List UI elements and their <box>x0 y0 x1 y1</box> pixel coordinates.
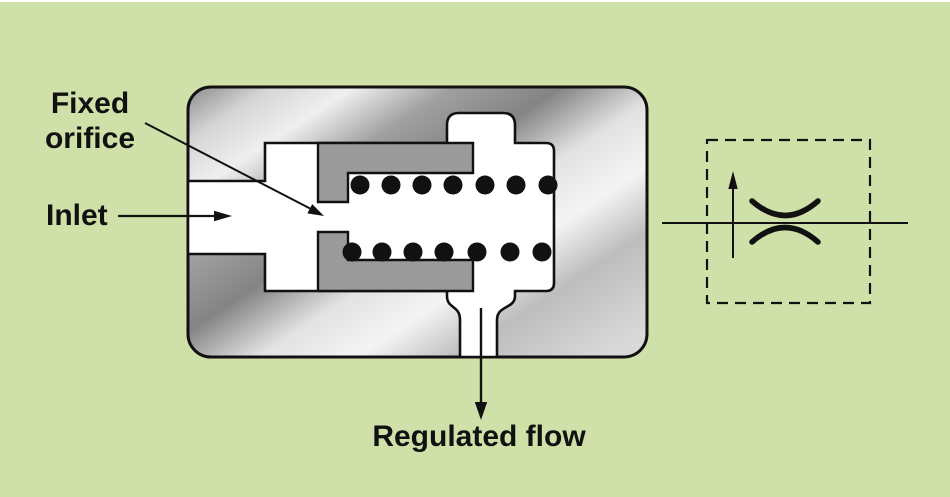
spring-coils <box>342 175 558 262</box>
spring-coil-dot <box>475 175 495 195</box>
label-regulated-flow: Regulated flow <box>372 420 586 453</box>
symbol-direction-arrow <box>728 171 738 258</box>
label-fixed-orifice: Fixed orifice <box>44 87 136 155</box>
spring-coil-dot <box>412 175 432 195</box>
regulated-flow-arrow <box>474 308 488 420</box>
spring-coil-dot <box>443 175 463 195</box>
orifice-arc-upper <box>749 198 821 219</box>
spring-coil-dot <box>506 175 526 195</box>
spring-coil-dot <box>342 242 362 262</box>
spring-coil-dot <box>372 242 392 262</box>
spool-upper-half <box>316 141 475 204</box>
top-edge-highlight <box>0 0 950 2</box>
spring-coil-dot <box>403 242 423 262</box>
symbol-dashed-box <box>705 138 872 305</box>
inlet-arrow <box>118 210 232 222</box>
valve-body <box>186 85 649 359</box>
spring-coil-dot <box>381 175 401 195</box>
spring-coil-dot <box>467 242 487 262</box>
spring-coil-dot <box>434 242 454 262</box>
flow-restrictor-schematic-symbol <box>662 138 908 305</box>
label-inlet: Inlet <box>46 199 108 232</box>
orifice-arc-lower <box>749 224 821 245</box>
compensator-spool <box>316 141 475 293</box>
fixed-orifice-pointer-arrow <box>144 122 324 216</box>
spring-coil-dot <box>538 175 558 195</box>
spring-coil-dot <box>500 242 520 262</box>
spring-coil-dot <box>532 242 552 262</box>
spring-coil-dot <box>350 175 370 195</box>
